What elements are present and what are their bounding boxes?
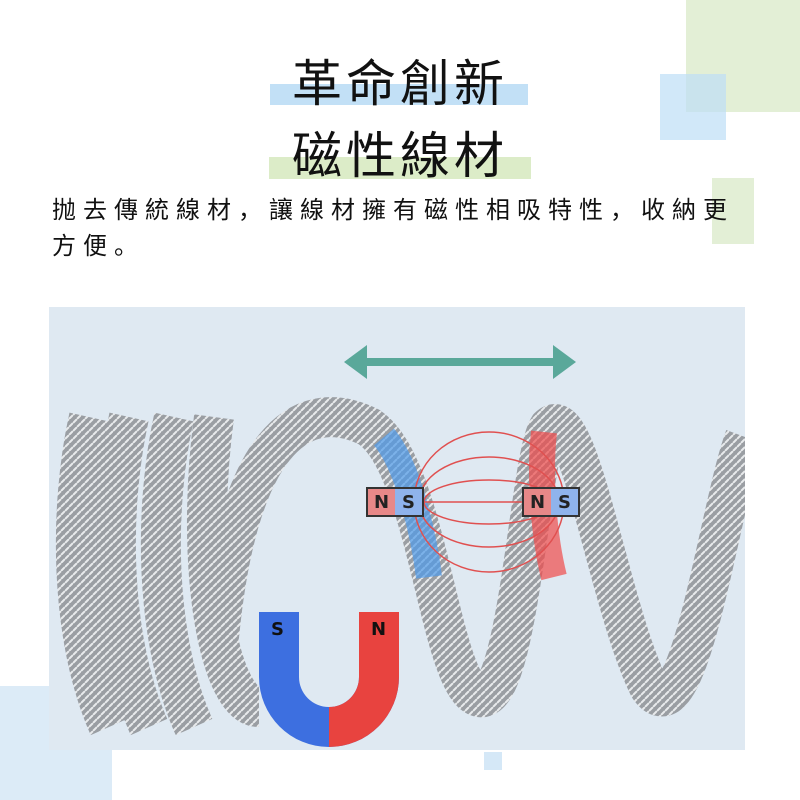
- product-photo-panel: N S N S S N: [49, 307, 745, 750]
- deco-square: [712, 178, 754, 244]
- south-pole-label: S: [395, 489, 422, 515]
- magnet-right: N S: [522, 487, 580, 517]
- north-pole-label: N: [524, 489, 551, 515]
- title-highlight-blue: [270, 84, 528, 105]
- deco-square: [660, 74, 726, 140]
- u-magnet-north-label: N: [371, 619, 387, 640]
- description: 抛去傳統線材，讓線材擁有磁性相吸特性，收納更方便。: [52, 196, 734, 260]
- magnet-left: N S: [366, 487, 424, 517]
- u-magnet-south-label: S: [271, 619, 284, 640]
- headline-line1: 革命創新: [292, 55, 508, 113]
- title-highlight-green: [269, 157, 531, 179]
- magnetic-cable-illustration: [55, 345, 745, 747]
- south-pole-label: S: [551, 489, 578, 515]
- deco-square: [484, 752, 502, 770]
- north-pole-label: N: [368, 489, 395, 515]
- headline-line2: 磁性線材: [292, 127, 508, 185]
